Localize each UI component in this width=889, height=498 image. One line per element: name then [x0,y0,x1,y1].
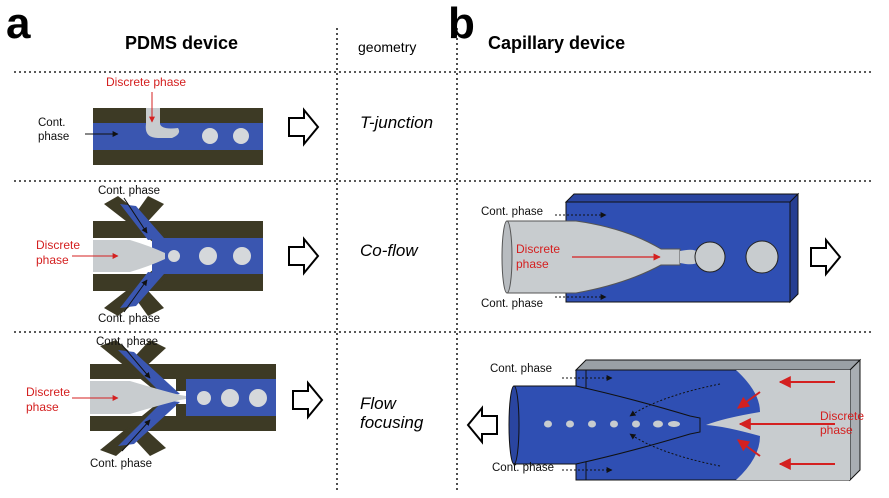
capillary-flow-focusing [466,358,862,482]
panel-letter-a: a [6,0,31,48]
label-cont-phase-bottom: Cont. phase [98,313,161,325]
cont-phase-arrow [123,197,148,234]
geometry-flow: Flow [360,394,396,413]
discrete-phase-stream [93,240,165,272]
droplet [233,247,251,265]
droplet [221,389,239,407]
label-cont-phase-top: Cont. phase [96,336,159,348]
droplet [653,420,663,428]
label-cont-phase-top: Cont. phase [490,363,553,375]
pdms-t-junction [85,92,320,165]
droplet [610,420,618,428]
droplet [197,391,211,405]
label-discrete-phase: Discrete phase [106,75,187,89]
forming-droplet [680,249,698,265]
droplet [668,421,680,427]
focusing-orifice-wall [176,379,186,391]
cont-phase-flow-line [629,383,721,417]
label-discrete: Discrete [26,385,71,399]
droplet [694,241,726,273]
focusing-orifice-wall [176,404,186,416]
label-cont: Cont. [38,117,66,129]
capillary-top-face [564,193,800,203]
outflow-arrow [810,237,842,277]
droplet [745,240,779,274]
pdms-co-flow [72,196,320,316]
cont-phase-inlet-top [120,204,164,240]
discrete-phase-arrow [737,391,761,409]
label-phase: phase [516,257,549,271]
cont-phase-arrow [121,419,151,452]
cont-phase-flow-line [629,433,721,467]
label-phase: phase [820,423,853,437]
label-discrete: Discrete [36,238,81,252]
pdms-wall-bottom [90,416,276,431]
droplet [249,389,267,407]
collection-capillary [513,385,701,465]
discrete-phase-arrow [737,439,761,457]
label-phase: phase [36,253,69,267]
pdms-wall-top [93,221,263,238]
droplet [199,247,217,265]
geometry-t-junction: T-junction [360,113,434,132]
collection-capillary-opening [508,385,520,465]
inner-capillary-opening [501,220,513,294]
label-cont-phase-bottom: Cont. phase [90,458,153,470]
label-cont-phase-top: Cont. phase [98,185,161,197]
geometry-focusing: focusing [360,413,424,432]
label-cont-phase-top: Cont. phase [481,206,544,218]
droplet [588,420,596,428]
label-cont-phase-bottom: Cont. phase [492,462,555,474]
geometry-column-header: geometry [358,39,417,55]
panel-letter-b: b [448,0,475,48]
cont-phase-arrow [121,344,151,379]
outflow-arrow [288,236,320,276]
discrete-phase-inlet [145,108,180,138]
geometry-co-flow: Co-flow [360,241,418,260]
pdms-wall-top [93,108,263,123]
pdms-wall-top [90,364,276,379]
outflow-arrow [466,405,498,445]
capillary-column-header: Capillary device [488,33,626,53]
label-phase: phase [38,131,70,143]
droplet [566,420,574,428]
label-phase: phase [26,400,59,414]
droplet [168,250,180,262]
pdms-column-header: PDMS device [125,33,239,53]
pdms-wall-bottom [93,150,263,165]
label-discrete: Discrete [820,409,865,423]
capillary-co-flow [501,192,842,304]
droplet [544,420,552,428]
cont-phase-inlet-bottom [120,272,164,308]
outflow-arrow [292,380,324,420]
capillary-top-face [574,359,862,371]
label-discrete: Discrete [516,242,561,256]
droplet [202,128,218,144]
discrete-phase-stream [90,381,186,414]
grid-lines [14,28,872,492]
outflow-arrow [288,107,320,147]
pdms-flow-focusing [72,340,324,456]
label-cont-phase-bottom: Cont. phase [481,298,544,310]
pdms-wall-bottom [93,274,263,291]
capillary-side-face [789,192,799,304]
cont-phase-arrow [123,279,148,313]
droplet [632,420,640,428]
droplet [233,128,249,144]
